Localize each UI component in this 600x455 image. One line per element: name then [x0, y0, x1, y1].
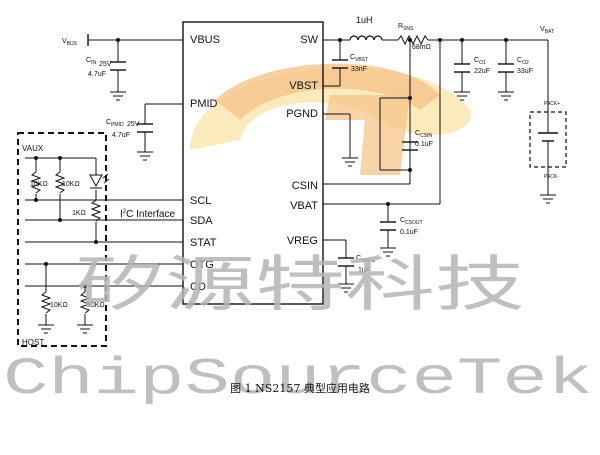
wires	[25, 34, 549, 325]
vbat-label: VBAT	[540, 26, 554, 35]
pin-vbat: VBAT	[290, 200, 318, 212]
r1-resistor	[30, 171, 42, 194]
co2-label: CO2	[517, 57, 529, 66]
r4-value: 10KΩ	[50, 302, 68, 309]
resistors	[30, 34, 429, 314]
r3-resistor	[90, 199, 102, 222]
rsns-label: RSNS	[398, 23, 414, 32]
creg-label: CVREG	[356, 255, 375, 264]
cin-value: 4.7uF	[88, 71, 106, 78]
csin-label: CCSIN	[415, 130, 432, 139]
rsns-value: 68mΩ	[412, 44, 431, 51]
r3-value: 1KΩ	[72, 210, 86, 217]
cin-rating: 25V	[99, 61, 112, 68]
pin-pmid: PMID	[190, 98, 218, 110]
host-label: HOST	[22, 338, 44, 347]
pin-vbst: VBST	[289, 80, 318, 92]
chinese-watermark: 矽源特科技	[75, 250, 525, 320]
battery-pack	[529, 111, 567, 168]
co1-value: 22uF	[474, 68, 490, 75]
pack-plus-label: PACK+	[544, 101, 560, 107]
english-watermark: ChipSourceTek	[3, 350, 593, 409]
pin-stat: STAT	[190, 237, 217, 249]
csout-label: CCSOUT	[400, 217, 423, 226]
cvbst-label: CVBST	[350, 54, 368, 63]
r4-resistor	[40, 291, 52, 314]
rsns-resistor	[397, 34, 429, 46]
r1-value: 10KΩ	[30, 181, 48, 188]
r2-value: 10KΩ	[62, 181, 80, 188]
pin-pgnd: PGND	[286, 108, 318, 120]
logo-watermark	[190, 63, 472, 175]
r2-resistor	[54, 171, 66, 194]
pin-csin: CSIN	[292, 180, 318, 192]
host-box	[17, 132, 107, 347]
csin-value: 0.1uF	[415, 141, 433, 148]
pin-vreg: VREG	[287, 235, 318, 247]
vbus-label: VBUS	[62, 38, 78, 47]
ground-symbols	[38, 91, 556, 334]
inductor-value: 1uH	[356, 15, 373, 25]
ic-body	[182, 21, 324, 305]
vaux-label: VAUX	[22, 144, 44, 153]
creg-value: 1uF	[358, 267, 370, 274]
co2-value: 33uF	[517, 68, 533, 75]
pin-otg: OTG	[190, 259, 214, 271]
i2c-interface-label: I2C Interface	[120, 209, 175, 220]
cpmid-rating: 25V	[127, 121, 140, 128]
co1-label: CO1	[474, 57, 486, 66]
pin-cd: CD	[190, 281, 206, 293]
csout-value: 0.1uF	[400, 229, 418, 236]
pack-minus-label: PACK-	[544, 174, 559, 180]
cpmid-value: 4.7uF	[112, 132, 130, 139]
r5-value: 10KΩ	[87, 302, 105, 309]
pin-scl: SCL	[190, 195, 211, 207]
pin-sda: SDA	[190, 215, 213, 227]
cvbst-value: 33nF	[351, 66, 367, 73]
cin-label: CIN	[86, 57, 96, 66]
figure-caption: 图 1 NS2157 典型应用电路	[230, 381, 370, 395]
inductor-symbol	[349, 35, 383, 41]
r5-resistor	[79, 291, 91, 314]
pin-sw: SW	[300, 34, 318, 46]
junctions	[34, 38, 508, 288]
pin-vbus: VBUS	[190, 34, 220, 46]
cpmid-label: CPMID	[106, 119, 124, 128]
capacitors	[110, 59, 514, 267]
